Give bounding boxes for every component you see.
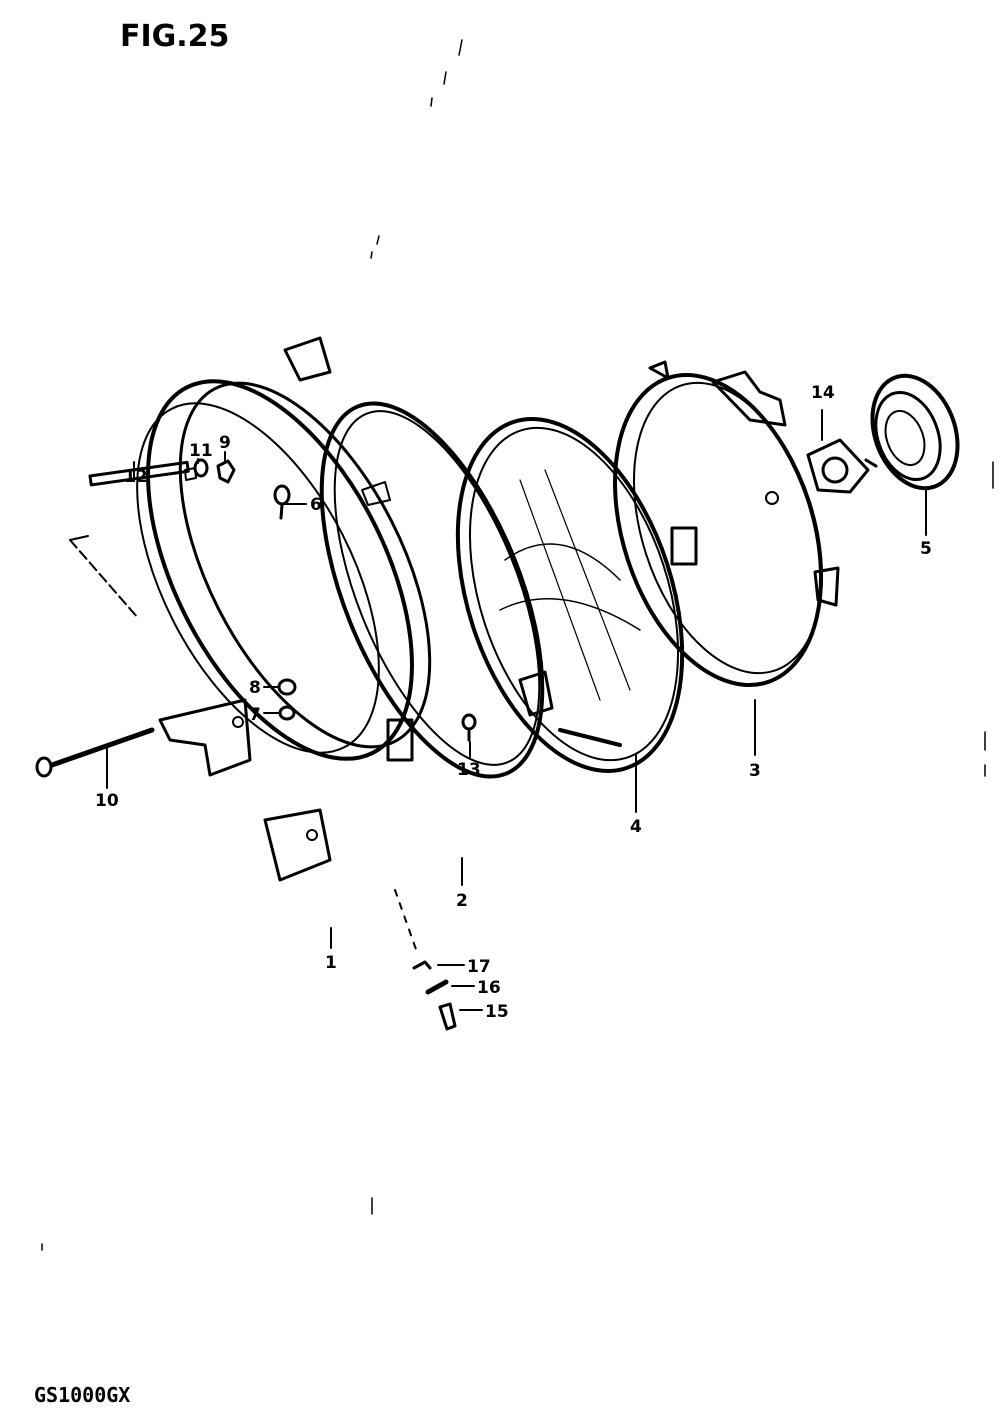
part-14-bulb	[806, 438, 878, 494]
part-9-nut	[216, 459, 236, 484]
part-8-nut	[277, 678, 297, 696]
scan-specks	[41, 39, 994, 1251]
callout-7: 7	[249, 705, 261, 725]
part-5-rubber-cap	[870, 373, 960, 491]
callout-1: 1	[325, 953, 337, 973]
model-code: GS1000GX	[34, 1383, 130, 1407]
callout-3: 3	[749, 761, 761, 781]
part-6-screw	[273, 484, 291, 520]
part-2-retaining-rim	[319, 401, 554, 779]
callout-15: 15	[485, 1002, 509, 1022]
leader-lines	[69, 409, 927, 1011]
part-12-bolt	[88, 460, 197, 487]
callout-14: 14	[811, 383, 835, 403]
part-4-lens-unit	[455, 417, 698, 773]
part-15-screw	[438, 1002, 457, 1031]
callout-11: 11	[189, 441, 213, 461]
part-16-spring	[425, 979, 449, 995]
callout-16: 16	[477, 978, 501, 998]
callout-5: 5	[920, 539, 932, 559]
figure-title: FIG.25	[120, 19, 229, 54]
part-3-mounting-ring	[613, 360, 840, 687]
part-17-clip	[412, 960, 432, 970]
callout-2: 2	[456, 891, 468, 911]
part-11-washer	[193, 458, 209, 478]
part-10-mounting-bolt	[35, 727, 155, 778]
callout-6: 6	[310, 495, 322, 515]
callout-17: 17	[467, 957, 491, 977]
part-7-washer	[278, 705, 296, 721]
part-13-screw	[461, 713, 477, 742]
callout-8: 8	[249, 678, 261, 698]
callout-9: 9	[219, 433, 231, 453]
callout-labels: 1 2 3 4 5 6 7 8 9 10 11 12 13 14 15 16 1…	[95, 383, 932, 1022]
callout-12: 12	[124, 467, 148, 487]
part-1-housing	[136, 336, 432, 882]
callout-10: 10	[95, 791, 119, 811]
callout-13: 13	[457, 760, 481, 780]
callout-4: 4	[630, 817, 642, 837]
